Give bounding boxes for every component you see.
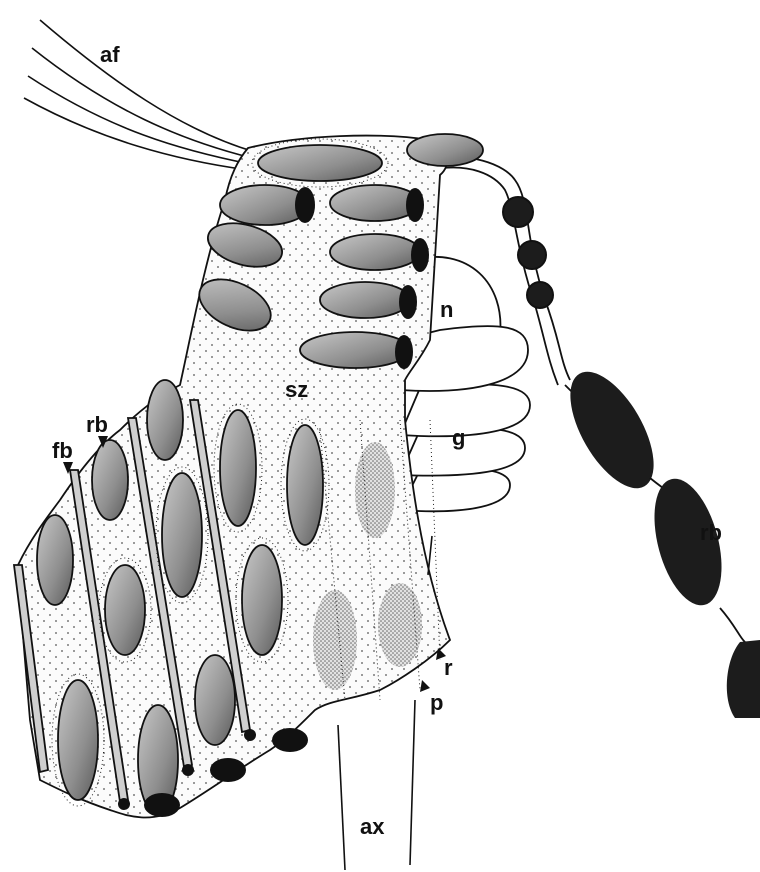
rootlet-segment [527,282,553,308]
label-g: g [452,425,465,450]
rootlet-segment [518,241,546,269]
label-sz: sz [285,377,308,402]
label-p: p [430,690,443,715]
label-rb-right: rb [700,520,722,545]
rootlet-segment [503,197,533,227]
label-fb: fb [52,438,73,463]
anterior-filaments [24,20,255,170]
rootlet-segment [727,640,760,718]
label-af: af [100,42,120,67]
label-n: n [440,297,453,322]
label-ax: ax [360,814,385,839]
label-rb-left: rb [86,412,108,437]
label-r: r [444,655,453,680]
